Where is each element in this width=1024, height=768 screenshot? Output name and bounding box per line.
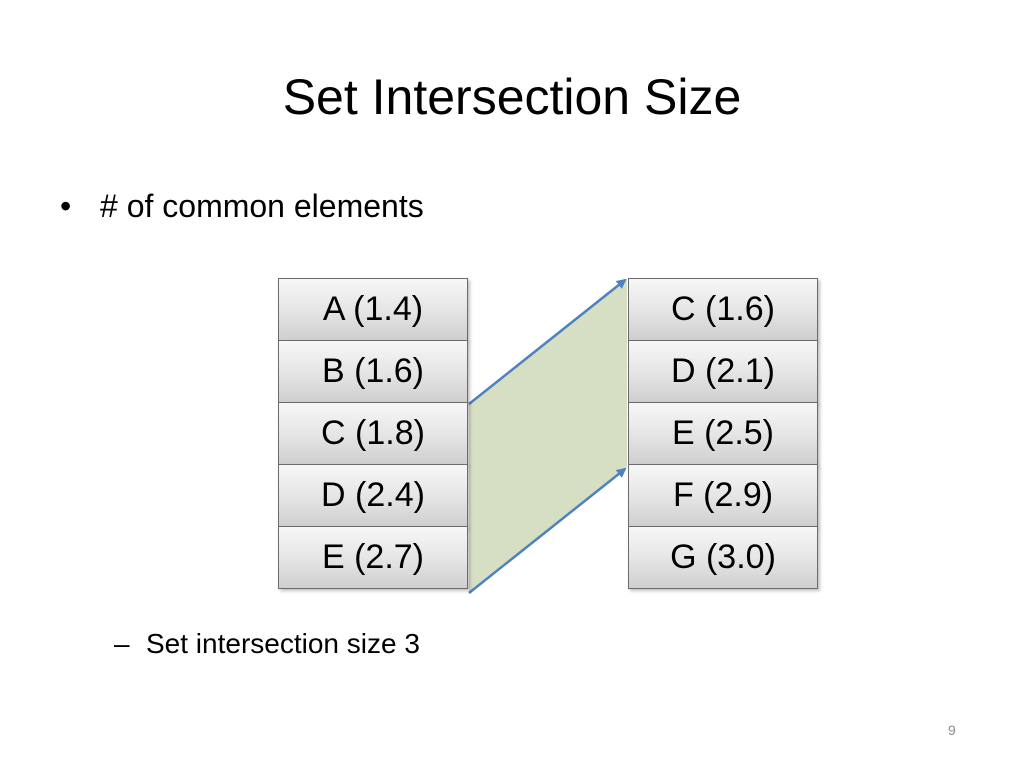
left-set-cell: E (2.7)	[278, 526, 468, 589]
left-set-cell: D (2.4)	[278, 464, 468, 527]
sub-bullet-item: –Set intersection size 3	[114, 624, 420, 664]
bullet-text: # of common elements	[100, 188, 424, 224]
sub-bullet-text: Set intersection size 3	[146, 628, 420, 659]
bullet-item: • # of common elements	[60, 184, 424, 228]
right-set-cell: G (3.0)	[628, 526, 818, 589]
left-set: A (1.4) B (1.6) C (1.8) D (2.4) E (2.7)	[278, 278, 468, 589]
left-set-cell: C (1.8)	[278, 402, 468, 465]
right-set: C (1.6) D (2.1) E (2.5) F (2.9) G (3.0)	[628, 278, 818, 589]
slide-title: Set Intersection Size	[282, 69, 742, 125]
right-set-cell: C (1.6)	[628, 278, 818, 341]
right-set-cell: E (2.5)	[628, 402, 818, 465]
bottom-match-arrow	[468, 467, 627, 594]
left-set-cell: A (1.4)	[278, 278, 468, 341]
page-number: 9	[948, 722, 956, 738]
sub-bullet-marker: –	[114, 628, 130, 659]
right-set-cell: F (2.9)	[628, 464, 818, 527]
right-set-cell: D (2.1)	[628, 340, 818, 403]
top-match-arrow	[468, 278, 627, 405]
left-set-cell: B (1.6)	[278, 340, 468, 403]
intersection-region	[469, 279, 627, 593]
bullet-marker: •	[60, 188, 72, 224]
